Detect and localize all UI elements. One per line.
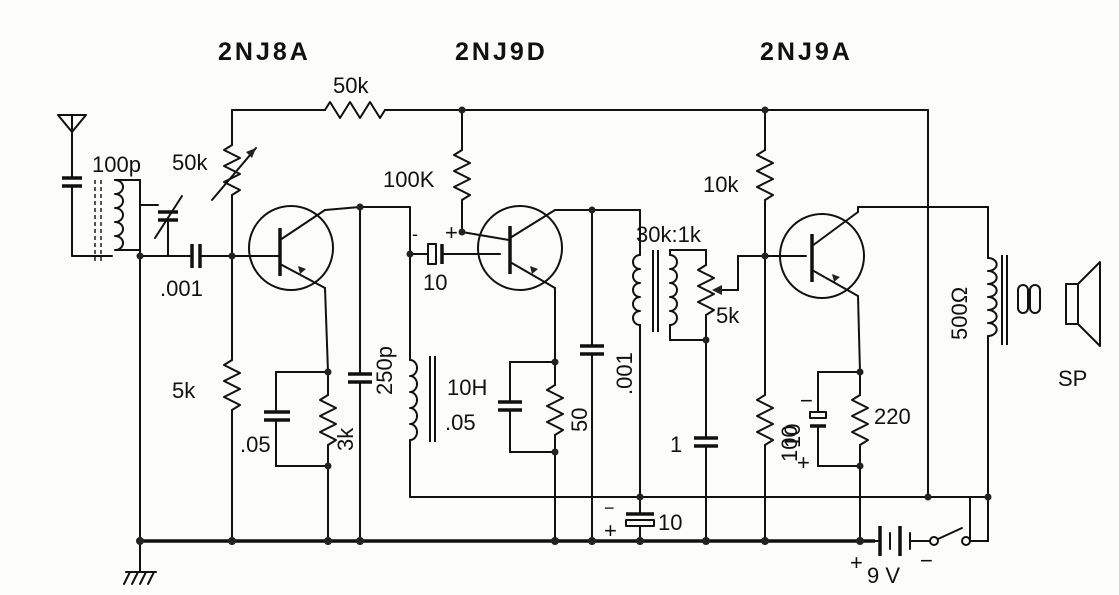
battery-icon [859, 526, 931, 556]
emitter-capacitor-3-minus: − [800, 388, 813, 413]
volume-control [697, 249, 807, 341]
coupling-capacitor-2-plus: + [445, 220, 458, 245]
volume-control-label: 5k [716, 303, 740, 328]
output-transformer [987, 255, 1041, 345]
emitter-resistor-2-label: 50 [567, 408, 592, 432]
feedback-rail [231, 101, 929, 146]
antenna-capacitor [62, 176, 113, 257]
transistor-label-q2: 2NJ9D [455, 38, 548, 66]
choke-inductor [409, 253, 929, 498]
tank-capacitor-label: 250p [372, 346, 397, 395]
transistor-q1 [231, 205, 361, 373]
bias-resistor-2 [453, 109, 471, 233]
battery-plus: + [850, 550, 863, 575]
base-resistor-3-label: 100 [777, 425, 802, 462]
emitter-network-3 [809, 371, 869, 542]
coupling-capacitor-1-label: .001 [160, 276, 203, 301]
transistor-q3 [779, 206, 989, 373]
choke-label: 10H [447, 375, 487, 400]
emitter-capacitor-3-label: 10 [780, 424, 805, 448]
antenna-capacitor-label: 100p [92, 152, 141, 177]
transistor-label-q3: 2NJ9A [760, 38, 853, 66]
emitter-capacitor-2-label: .05 [445, 410, 476, 435]
supply-capacitor-label: 10 [658, 510, 682, 535]
bias-resistor-3-label: 10k [703, 172, 739, 197]
interstage-transformer-label: 30k:1k [636, 222, 702, 247]
tank-capacitor [348, 206, 411, 542]
bias-resistor-2-label: 100K [383, 167, 435, 192]
bypass-capacitor-label: 1 [670, 432, 682, 457]
tuning-capacitor [139, 195, 186, 257]
speaker-label: SP [1058, 366, 1087, 391]
bias-resistor-3 [756, 109, 774, 257]
transistor-q2 [461, 205, 641, 363]
emitter-network-1 [264, 371, 337, 542]
emitter-resistor-3-label: 220 [874, 404, 911, 429]
speaker-icon [1065, 261, 1101, 347]
supply-capacitor-minus: − [604, 498, 615, 518]
coupling-capacitor-2-minus: - [412, 224, 418, 244]
collector-capacitor-2-label: .001 [612, 352, 637, 395]
emitter-capacitor-3-plus: + [797, 450, 810, 475]
battery-minus: − [920, 548, 933, 573]
variable-resistor-1 [211, 144, 257, 361]
antenna-icon [57, 114, 87, 179]
tuning-coil [94, 179, 141, 542]
coupling-capacitor-2-label: 10 [423, 270, 447, 295]
supply-capacitor-plus: + [604, 518, 617, 543]
variable-resistor-1-label: 50k [172, 150, 208, 175]
feedback-resistor-label: 50k [333, 73, 369, 98]
emitter-capacitor-1-label: .05 [240, 432, 271, 457]
emitter-network-2 [498, 361, 564, 542]
coupling-capacitor-2 [409, 243, 501, 265]
supply-rail-right [927, 109, 989, 542]
emitter-resistor-1-label: 3k [333, 427, 358, 451]
output-transformer-label: 500Ω [947, 287, 972, 340]
base-resistor-3 [756, 255, 774, 542]
battery-label: 9 V [867, 563, 900, 588]
power-switch-icon [929, 496, 989, 546]
supply-capacitor [625, 496, 655, 542]
junction-dots [136, 106, 992, 545]
bias-resistor-1-label: 5k [172, 378, 196, 403]
bypass-capacitor [694, 339, 718, 542]
ground-symbol-icon [123, 540, 157, 585]
collector-capacitor-2 [580, 209, 604, 542]
bias-resistor-1 [223, 359, 241, 542]
transistor-label-q1: 2NJ8A [218, 38, 311, 66]
interstage-transformer [632, 209, 707, 498]
